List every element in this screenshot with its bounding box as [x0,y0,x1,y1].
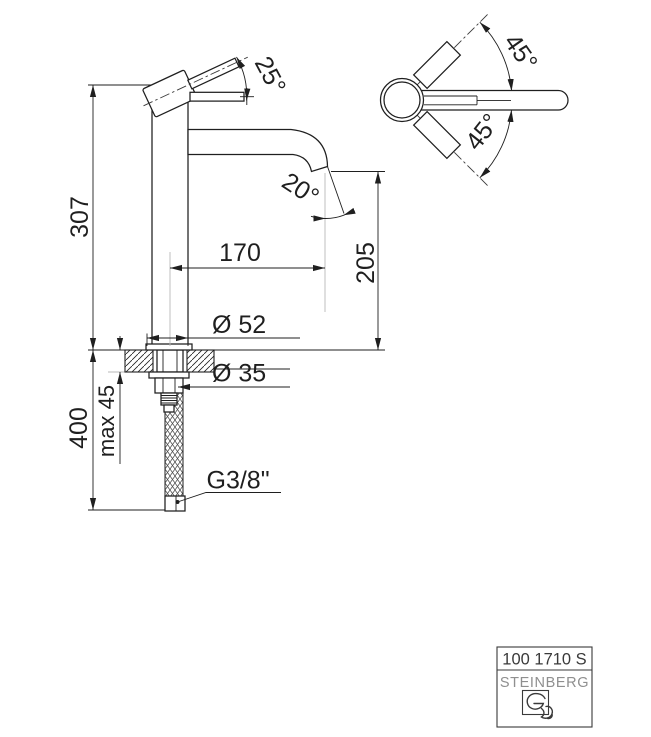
arc-20-mid [325,214,344,219]
arc-25 [236,56,251,101]
label-lever-angle: 25° [249,52,291,99]
spout [187,128,329,173]
lever-horizontal [189,91,245,102]
logo-swirl [526,692,554,720]
title-block-border [496,646,593,728]
body-top-outer [379,77,425,123]
label-height: 307 [66,196,94,238]
counter-slab-right [186,349,215,373]
dimension-spout-angle: 20° [277,166,356,222]
brand-name: STEINBERG [500,675,589,691]
label-hose-length: 400 [65,407,93,449]
label-max-thickness: max 45 [94,385,119,457]
rod-tip [163,404,175,413]
label-reach: 170 [219,239,261,267]
arc-20-right [343,207,356,216]
steinberg-logo-icon [521,689,554,720]
shank-body [156,349,184,373]
arc-45-lower [479,109,514,179]
label-connection-thread: G3/8" [207,467,270,495]
label-base-diameter: Ø 52 [212,311,266,339]
lever-axis-centerline [143,56,248,107]
arc-45-upper [479,21,514,92]
side-view: 25° 20° 307 400 max 45 170 [65,52,385,512]
thread-ticks [161,395,177,404]
dimension-height: 307 [66,85,97,350]
title-block: 100 1710 S STEINBERG [496,646,593,728]
hose-end-fitting [164,495,186,512]
body-top-inner [383,81,421,119]
handle-position-down [412,110,462,160]
dimension-outlet-height: 205 [331,171,385,350]
label-hole-diameter: Ø 35 [212,360,266,388]
dimension-hose-length: 400 [65,350,97,510]
top-view: 45° 45° [379,12,569,188]
dimension-reach: 170 [170,239,325,272]
counter-slab [124,349,215,373]
outlet-angle-line [327,166,345,214]
washer-plate [148,371,190,379]
mounting-shank [156,349,184,373]
counter-slab-left [124,349,154,373]
leader-g38 [177,492,281,503]
logo-frame [521,689,550,716]
dimension-hole-diameter: Ø 35 [178,360,290,391]
dimension-max-thickness: max 45 [94,336,124,464]
label-swivel-down: 45° [460,109,505,156]
label-swivel-up: 45° [498,29,543,76]
handle-position-up [412,40,462,90]
fixing-set [148,371,190,413]
cartridge-head [142,69,198,118]
model-number: 100 1710 S [502,651,586,669]
dimension-lever-angle: 25° [236,52,291,105]
label-outlet-height: 205 [352,242,380,284]
dimension-connection-thread: G3/8" [175,467,281,504]
label-spout-angle: 20° [277,167,324,211]
faucet-body [142,56,329,351]
base-flange [145,343,193,351]
arc-20-left [310,215,326,222]
dimension-base-diameter: Ø 52 [146,311,300,346]
fixing-nut [154,377,184,394]
